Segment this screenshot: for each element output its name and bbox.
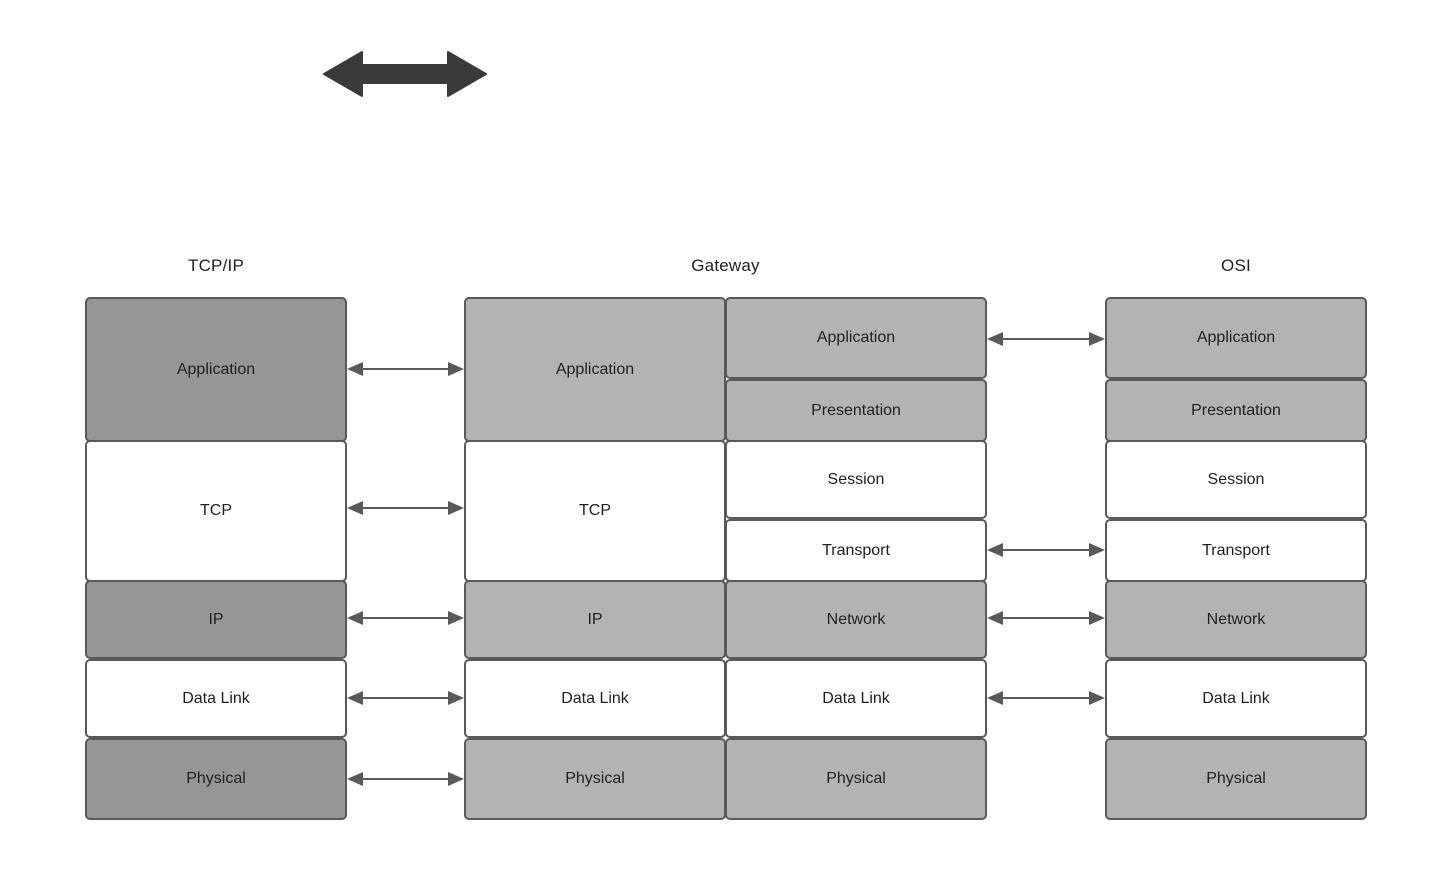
layer-label: Presentation xyxy=(1191,401,1281,419)
layer-label: Transport xyxy=(1202,541,1270,559)
gateway-right-layer-application[interactable]: Application xyxy=(725,297,987,379)
column-heading-gateway: Gateway xyxy=(691,256,760,275)
gateway-left-layer-physical[interactable]: Physical xyxy=(464,738,726,820)
layer-label: TCP xyxy=(579,502,611,520)
layer-label: Physical xyxy=(565,770,625,788)
layer-label: Data Link xyxy=(561,689,629,707)
layer-label: Application xyxy=(555,360,635,378)
layer-label: Physical xyxy=(826,770,886,788)
connector-gateway-osi-data-link xyxy=(987,691,1105,705)
gateway-right-layer-data-link[interactable]: Data Link xyxy=(725,659,987,738)
layer-label: Application xyxy=(1196,329,1276,347)
gateway-right-layer-session[interactable]: Session xyxy=(725,440,987,519)
layer-label: Transport xyxy=(822,541,890,559)
tcpip-layer-tcp[interactable]: TCP xyxy=(85,440,347,582)
osi-layer-application[interactable]: Application xyxy=(1105,297,1367,379)
gateway-right-layer-network[interactable]: Network xyxy=(725,580,987,659)
layer-label: TCP xyxy=(200,502,232,520)
gateway-right-layer-physical[interactable]: Physical xyxy=(725,738,987,820)
connector-tcpip-gateway-data-link xyxy=(347,691,464,705)
layer-label: Physical xyxy=(1206,770,1266,788)
gateway-left-layer-tcp[interactable]: TCP xyxy=(464,440,726,582)
connector-tcpip-gateway-tcp xyxy=(347,501,464,515)
layer-label: Physical xyxy=(186,770,246,788)
layer-label: Session xyxy=(827,470,885,488)
tcpip-layer-ip[interactable]: IP xyxy=(85,580,347,659)
gateway-right-layer-transport[interactable]: Transport xyxy=(725,519,987,582)
osi-layer-physical[interactable]: Physical xyxy=(1105,738,1367,820)
layer-label: IP xyxy=(587,610,603,628)
connector-tcpip-gateway-application xyxy=(347,362,464,376)
layer-label: Session xyxy=(1207,470,1265,488)
layer-label: Network xyxy=(1206,610,1266,628)
column-heading-tcpip: TCP/IP xyxy=(188,256,244,275)
osi-layer-session[interactable]: Session xyxy=(1105,440,1367,519)
layer-label: Data Link xyxy=(182,689,250,707)
gateway-left-layer-ip[interactable]: IP xyxy=(464,580,726,659)
osi-layer-data-link[interactable]: Data Link xyxy=(1105,659,1367,738)
tcpip-layer-physical[interactable]: Physical xyxy=(85,738,347,820)
layer-label: Application xyxy=(816,329,896,347)
bidirectional-arrow-icon xyxy=(322,48,488,100)
gateway-right-layer-presentation[interactable]: Presentation xyxy=(725,379,987,442)
connector-tcpip-gateway-physical xyxy=(347,772,464,786)
layer-label: Data Link xyxy=(1202,689,1270,707)
tcpip-layer-application[interactable]: Application xyxy=(85,297,347,442)
osi-layer-presentation[interactable]: Presentation xyxy=(1105,379,1367,442)
layer-label: Application xyxy=(176,360,256,378)
connector-gateway-osi-network xyxy=(987,611,1105,625)
layer-label: Data Link xyxy=(822,689,890,707)
connector-gateway-osi-application xyxy=(987,332,1105,346)
connector-gateway-osi-transport xyxy=(987,543,1105,557)
layer-label: Presentation xyxy=(811,401,901,419)
connector-tcpip-gateway-ip xyxy=(347,611,464,625)
osi-layer-transport[interactable]: Transport xyxy=(1105,519,1367,582)
gateway-left-layer-data-link[interactable]: Data Link xyxy=(464,659,726,738)
osi-layer-network[interactable]: Network xyxy=(1105,580,1367,659)
layer-label: Network xyxy=(826,610,886,628)
gateway-left-layer-application[interactable]: Application xyxy=(464,297,726,442)
column-heading-osi: OSI xyxy=(1221,256,1251,275)
layer-label: IP xyxy=(208,610,224,628)
tcpip-layer-data-link[interactable]: Data Link xyxy=(85,659,347,738)
